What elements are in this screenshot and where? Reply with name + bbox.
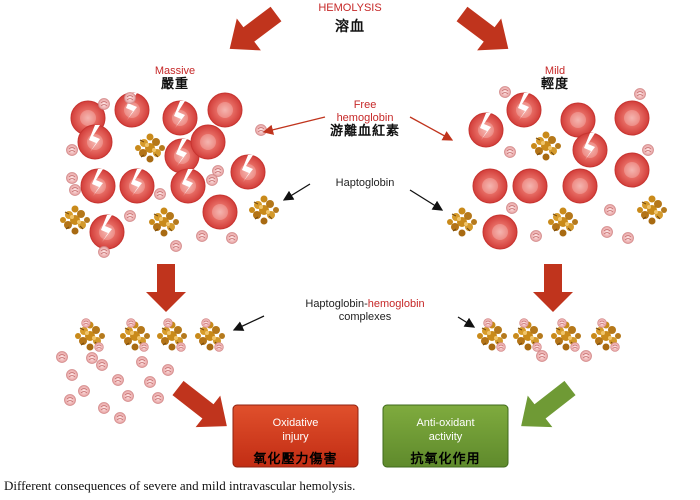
oxidative-line1: Oxidative <box>272 417 319 429</box>
oxidative-injury-box: Oxidative injury 氧化壓力傷害 <box>233 405 358 467</box>
hemolysis-title: HEMOLYSIS <box>318 2 382 14</box>
free-hemoglobin-line1: Free <box>353 99 377 111</box>
free-hemoglobin-zh: 游離血紅素 <box>329 124 400 139</box>
antioxidant-zh: 抗氧化作用 <box>410 451 481 467</box>
hemolysis-arrow-right <box>456 6 509 51</box>
massive-down-arrow <box>146 264 186 312</box>
haptoglobin-label: Haptoglobin <box>335 177 395 189</box>
massive-label: Massive <box>154 65 196 77</box>
complexes-label: Haptoglobin-hemoglobin complexes <box>280 298 450 323</box>
complexes-part1: Haptoglobin- <box>305 298 368 310</box>
hemolysis-arrow-left <box>229 6 282 51</box>
massive-cell-cluster <box>59 92 280 258</box>
antioxidant-line1: Anti-oxidant <box>416 417 475 429</box>
antioxidant-activity-box: Anti-oxidant activity 抗氧化作用 <box>383 405 508 467</box>
mild-complex-cluster <box>477 319 621 362</box>
free-hb-arrow-right <box>409 116 454 141</box>
haptoglobin-arrow-right <box>409 189 444 211</box>
oxidative-arrow <box>172 380 227 428</box>
hemolysis-title-zh: 溶血 <box>335 19 365 35</box>
mild-label-zh: 輕度 <box>540 77 569 92</box>
haptoglobin-arrow-left <box>282 183 311 201</box>
free-hemoglobin-label: Free hemoglobin <box>320 99 410 124</box>
mild-cell-cluster <box>446 86 668 250</box>
antioxidant-line2: activity <box>428 430 463 443</box>
complexes-arrow-right <box>457 316 476 328</box>
oxidative-zh: 氧化壓力傷害 <box>253 451 338 467</box>
massive-label-zh: 嚴重 <box>160 77 189 92</box>
free-hb-arrow-left <box>262 116 326 135</box>
antioxidant-box-bg <box>382 404 509 468</box>
mild-down-arrow <box>533 264 573 312</box>
complexes-line2: complexes <box>338 310 392 323</box>
oxidative-box-bg <box>232 404 359 468</box>
complexes-part2: hemoglobin <box>367 298 425 310</box>
oxidative-line2: injury <box>282 430 309 443</box>
mild-label: Mild <box>544 65 566 77</box>
antioxidant-arrow <box>521 380 576 428</box>
complexes-arrow-left <box>232 315 265 331</box>
free-hemoglobin-line2: hemoglobin <box>336 111 394 124</box>
figure-caption: Different consequences of severe and mil… <box>4 478 356 493</box>
